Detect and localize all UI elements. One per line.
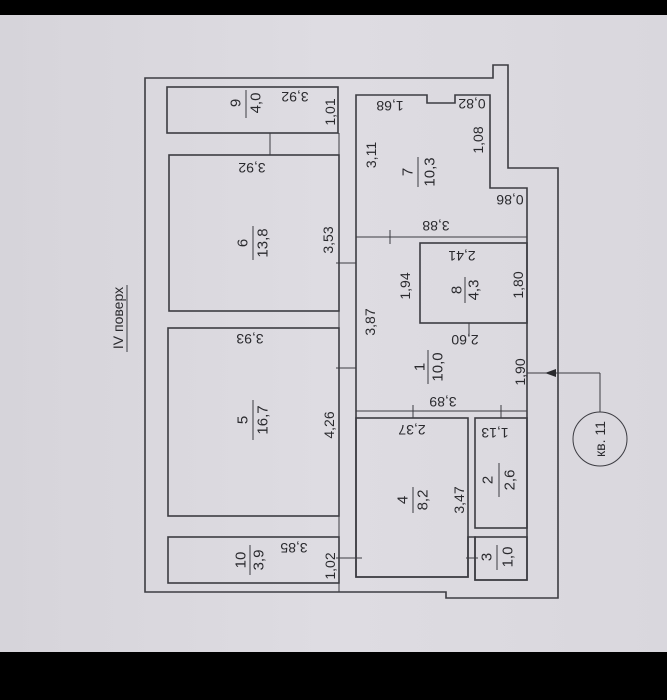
room-4-number: 4 <box>395 496 412 504</box>
room-1-dim: 1,90 <box>512 358 528 385</box>
apartment-label: кв. 11 <box>592 421 608 457</box>
room-10-number: 10 <box>233 552 250 569</box>
room-7-dim: 1,68 <box>376 98 403 114</box>
room-2-dim: 1,13 <box>481 425 508 441</box>
room-1-number: 1 <box>412 363 429 371</box>
apartment-marker <box>572 411 628 467</box>
room-8-dim: 2,41 <box>448 248 475 264</box>
room-9-dim: 3,92 <box>281 89 308 105</box>
room-1-dim: 3,87 <box>362 308 378 335</box>
room-5-dim: 4,26 <box>321 411 337 438</box>
door-marks <box>269 133 502 559</box>
room-4-area: 8,2 <box>415 490 432 511</box>
room-8 <box>419 242 528 324</box>
room-7-number: 7 <box>400 168 417 176</box>
room-1-area: 10,0 <box>430 352 447 381</box>
room-6-number: 6 <box>235 239 252 247</box>
room-5-number: 5 <box>235 416 252 424</box>
room-8-dim: 1,80 <box>510 271 526 298</box>
room-9-number: 9 <box>228 99 245 107</box>
room-3-number: 3 <box>479 553 496 561</box>
floor-label: IV поверх <box>110 287 126 349</box>
room-3-area: 1,0 <box>500 547 517 568</box>
room-8-area: 4,3 <box>466 280 483 301</box>
room-5-dim: 3,93 <box>236 331 263 347</box>
room-7-dim: 3,88 <box>422 218 449 234</box>
room-2-number: 2 <box>480 476 497 484</box>
room-7-dim: 3,11 <box>363 142 379 168</box>
room-1-dim: 3,89 <box>429 394 456 410</box>
room-9-dim: 1,01 <box>322 98 338 125</box>
room-4-dim: 2,37 <box>398 422 425 438</box>
fraction-lines <box>245 90 500 575</box>
room-5-area: 16,7 <box>255 405 272 434</box>
room-8-dim: 1,94 <box>397 272 413 299</box>
room-2-area: 2,6 <box>502 470 519 491</box>
inner-wall-outline <box>355 94 528 581</box>
room-4-dim: 3,47 <box>451 486 467 513</box>
room-7-area: 10,3 <box>422 157 439 186</box>
room-10-dim: 3,85 <box>280 540 307 556</box>
room-4 <box>355 417 469 578</box>
outer-wall <box>144 64 559 599</box>
room-9 <box>166 86 339 134</box>
room-6-area: 13,8 <box>255 228 272 257</box>
floor-plan-photo <box>0 15 667 652</box>
room-10-area: 3,9 <box>251 550 268 571</box>
room-7-dim: 1,08 <box>470 126 486 153</box>
room-6-dim: 3,92 <box>238 160 265 176</box>
room-6-dim: 3,53 <box>320 226 336 253</box>
room-7-dim: 0,82 <box>458 96 485 112</box>
room-9-area: 4,0 <box>248 93 265 114</box>
room-8-number: 8 <box>449 286 466 294</box>
entrance-arrow <box>527 369 601 412</box>
room-1-dim: 2,60 <box>451 332 478 348</box>
room-10-dim: 1,02 <box>322 552 338 579</box>
room-7-dim: 0,86 <box>496 192 523 208</box>
